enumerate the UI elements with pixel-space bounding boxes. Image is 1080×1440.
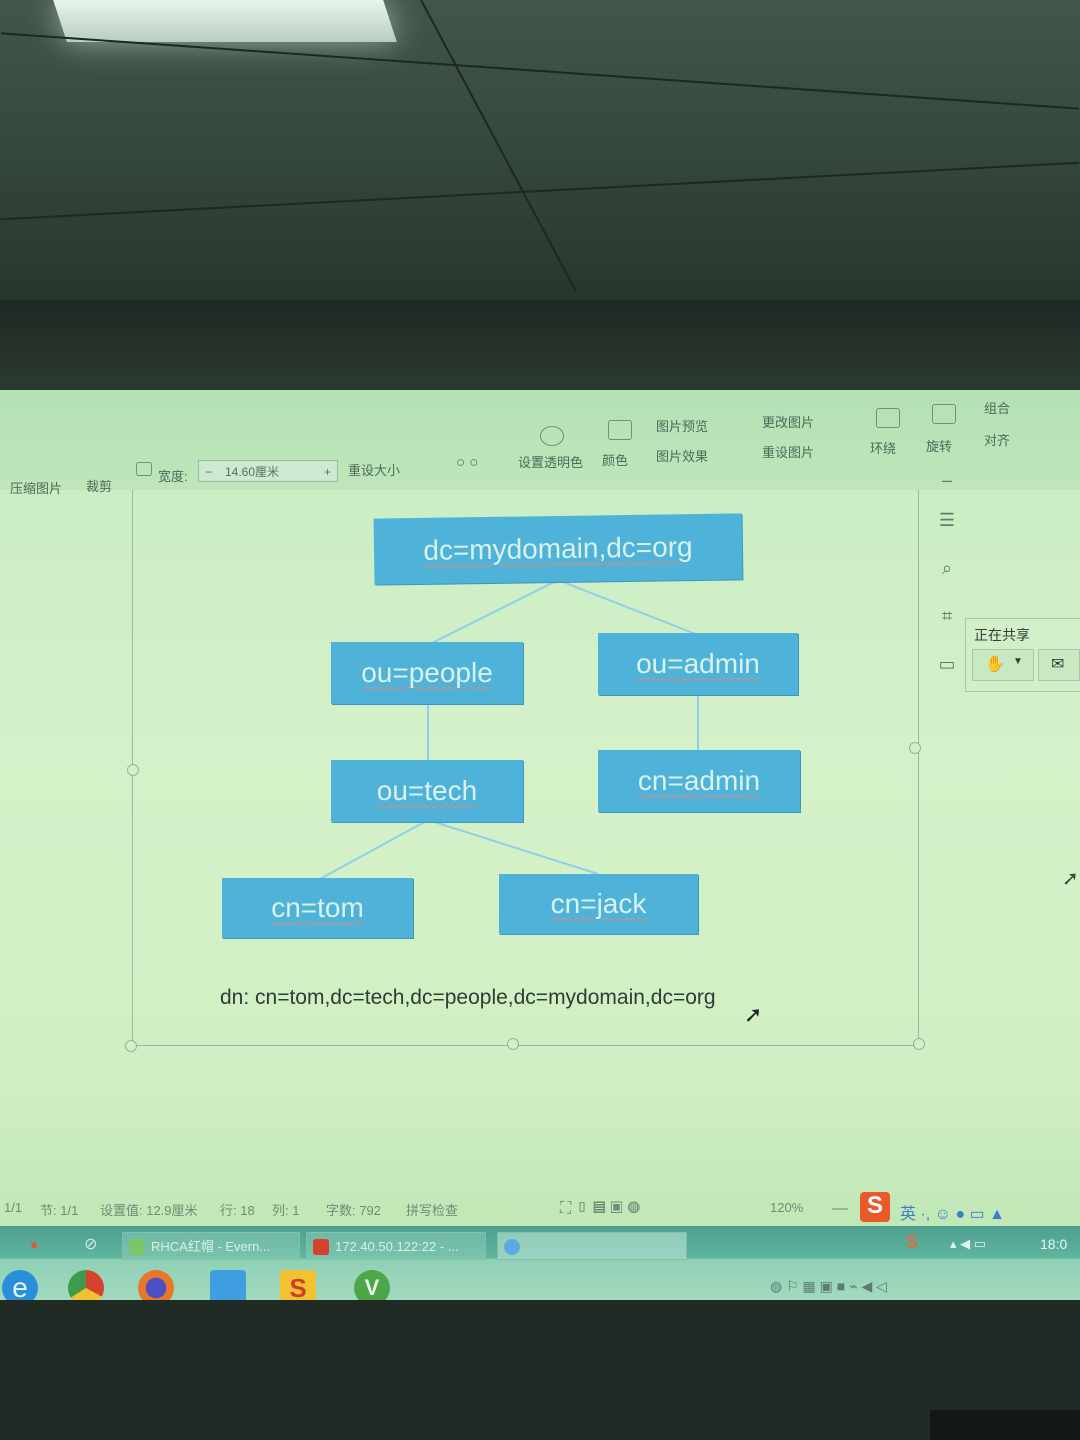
rotate-icon (932, 404, 956, 424)
transparent-color-icon (540, 426, 564, 446)
minus-icon[interactable]: – (941, 470, 952, 490)
zoom-out-icon[interactable]: — (832, 1200, 848, 1217)
task-ssh-session[interactable]: 172.40.50.122:22 - ... (306, 1232, 486, 1260)
taskbar-app-icon[interactable]: ⊘ (84, 1236, 98, 1253)
sharing-title: 正在共享 (974, 627, 1030, 643)
tray-area-icons[interactable]: ◍ ⚐ ▦ ▣ ■ ⌁ ◀ ◁ (770, 1278, 887, 1294)
taskbar-app-icon[interactable]: ● (30, 1236, 39, 1252)
ceiling-grid-line (1, 32, 1079, 110)
projected-screen: 压缩图片 裁剪 宽度: − 14.60厘米 + 重设大小 ○ ○ 设置透明色 颜… (0, 390, 1080, 1310)
width-label: 宽度: (158, 469, 188, 484)
ceiling-light (53, 0, 397, 42)
evernote-icon (129, 1239, 145, 1255)
node-cn-admin: cn=admin (598, 750, 800, 812)
node-ou-tech: ou=tech (331, 760, 523, 822)
clock: 18:0 (1040, 1236, 1068, 1252)
node-ou-admin: ou=admin (598, 633, 798, 695)
link-root-admin (557, 579, 699, 636)
chat-button[interactable]: ✉ (1038, 649, 1080, 681)
task-active-window[interactable] (497, 1232, 687, 1260)
node-cn-jack: cn=jack (499, 874, 698, 934)
image-icon[interactable]: ▭ (938, 654, 956, 674)
resize-handle-bottom-right[interactable] (913, 1038, 925, 1050)
picture-effects-button[interactable]: 图片效果 (656, 449, 709, 464)
width-icon (136, 462, 152, 476)
node-ou-people: ou=people (331, 642, 523, 704)
node-root: dc=mydomain,dc=org (373, 513, 743, 585)
rotate-small-icon[interactable]: ○ ○ (456, 454, 479, 471)
link-tech-jack (427, 819, 599, 875)
tray-icons[interactable]: ▴ ◀ ▭ (950, 1236, 987, 1251)
resize-handle-left[interactable] (127, 764, 139, 776)
color-icon (608, 420, 632, 440)
width-input[interactable]: − 14.60厘米 + (198, 460, 338, 482)
dn-text: dn: cn=tom,dc=tech,dc=people,dc=mydomain… (220, 986, 716, 1009)
view-mode-icons[interactable]: ⛶ ▯ ▤ ▣ ◍ (560, 1200, 641, 1217)
terminal-icon (313, 1239, 329, 1255)
dark-edge (930, 1410, 1080, 1440)
input-tools-icons[interactable]: 英 ·, ☺ ● ▭ ▲ (900, 1206, 1005, 1223)
projector-screen-housing (0, 300, 1080, 400)
spell-check-button[interactable]: 拼写检查 (406, 1203, 459, 1218)
link-root-people (427, 579, 559, 646)
room-floor (0, 1300, 1080, 1440)
crop-button[interactable]: 裁剪 (86, 479, 113, 494)
column-indicator: 列: 1 (272, 1203, 300, 1218)
crop-icon[interactable]: ⌗ (941, 606, 953, 626)
compress-picture-button[interactable]: 压缩图片 (10, 481, 63, 496)
zoom-level[interactable]: 120% (770, 1200, 804, 1215)
setting-indicator: 设置值: 12.9厘米 (100, 1203, 198, 1218)
ceiling-grid-line (0, 161, 1080, 221)
hand-tool-button[interactable]: ✋▼ (972, 649, 1034, 681)
ceiling-grid-line (420, 0, 577, 292)
set-transparent-button[interactable]: 设置透明色 (518, 455, 584, 470)
increase-width-button[interactable]: + (323, 465, 331, 479)
chat-icon: ✉ (1051, 656, 1065, 673)
width-value: 14.60厘米 (225, 465, 280, 479)
align-button[interactable]: 对齐 (984, 433, 1011, 448)
mouse-cursor-icon: ➚ (744, 1002, 763, 1027)
row-indicator: 行: 18 (220, 1203, 255, 1218)
tree-connectors (317, 579, 699, 881)
picture-preview-button[interactable]: 图片预览 (656, 419, 709, 434)
resize-handle-bottom[interactable] (507, 1038, 519, 1050)
layout-icon[interactable]: ☰ (938, 510, 956, 530)
rotate-button[interactable]: 旋转 (926, 439, 953, 454)
sogou-input-icon[interactable]: S (860, 1192, 890, 1222)
chevron-down-icon: ▼ (1013, 656, 1023, 667)
sharing-panel: 正在共享 ✋▼ ✉ (965, 618, 1080, 692)
ceiling (0, 0, 1080, 330)
section-indicator: 节: 1/1 (40, 1203, 79, 1218)
page-indicator: 1/1 (4, 1200, 23, 1215)
hand-icon: ✋ (985, 656, 1005, 673)
window-icon (504, 1239, 520, 1255)
node-cn-tom: cn=tom (222, 878, 413, 938)
task-evernote[interactable]: RHCA红帽 - Evern... (122, 1232, 300, 1260)
picture-tools-ribbon: 压缩图片 裁剪 宽度: − 14.60厘米 + 重设大小 ○ ○ 设置透明色 颜… (0, 390, 1080, 496)
resize-handle-right[interactable] (909, 742, 921, 754)
sogou-tray-icon[interactable]: S (906, 1232, 919, 1252)
reset-size-button[interactable]: 重设大小 (348, 463, 401, 478)
link-tech-tom (317, 819, 429, 881)
side-toolbar: – ☰ ⌕ ⌗ ▭ (930, 470, 966, 700)
zoom-icon[interactable]: ⌕ (941, 558, 953, 578)
arrow-cursor-icon: ➚ (1062, 868, 1079, 890)
word-count: 字数: 792 (326, 1203, 381, 1218)
color-button[interactable]: 颜色 (602, 453, 629, 468)
reset-picture-button[interactable]: 重设图片 (762, 445, 815, 460)
wrap-icon (876, 408, 900, 428)
windows-taskbar: ● ⊘ RHCA红帽 - Evern... 172.40.50.122:22 -… (0, 1226, 1080, 1310)
resize-handle-bottom-left[interactable] (125, 1040, 137, 1052)
group-button[interactable]: 组合 (984, 401, 1011, 416)
decrease-width-button[interactable]: − (205, 465, 213, 479)
change-picture-button[interactable]: 更改图片 (762, 415, 815, 430)
wrap-button[interactable]: 环绕 (870, 441, 897, 456)
status-bar: 1/1 节: 1/1 设置值: 12.9厘米 行: 18 列: 1 字数: 79… (0, 1190, 1080, 1226)
